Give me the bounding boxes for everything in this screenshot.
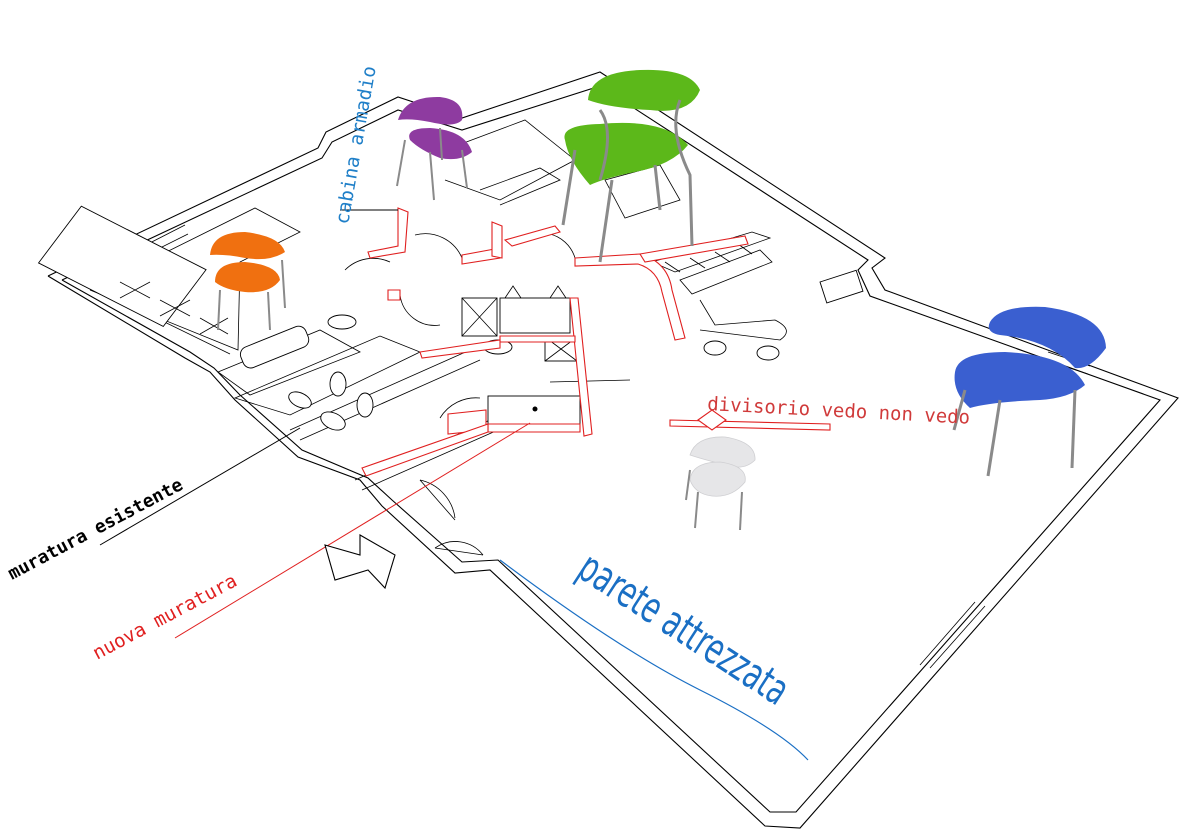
blue-chair xyxy=(952,306,1106,477)
white-chair xyxy=(685,436,756,531)
entrance-arrow-icon xyxy=(324,534,396,590)
orange-chair xyxy=(210,232,286,331)
existing-walls xyxy=(47,71,1179,829)
label-cabina-armadio: cabina armadio xyxy=(331,64,380,226)
chair-icon xyxy=(685,436,756,531)
label-parete-attrezzata: parete attrezzata xyxy=(569,543,798,715)
leader-lines xyxy=(99,209,809,761)
green-chair xyxy=(561,69,700,263)
purple-chair xyxy=(396,96,472,201)
label-nuova-muratura: nuova muratura xyxy=(89,570,241,665)
chair-icon xyxy=(952,306,1106,477)
chair-icon xyxy=(396,96,472,201)
label-muratura-esistente: muratura esistente xyxy=(4,474,186,584)
new-walls xyxy=(361,207,831,477)
chair-icon xyxy=(561,69,700,263)
chair-icon xyxy=(210,232,286,331)
